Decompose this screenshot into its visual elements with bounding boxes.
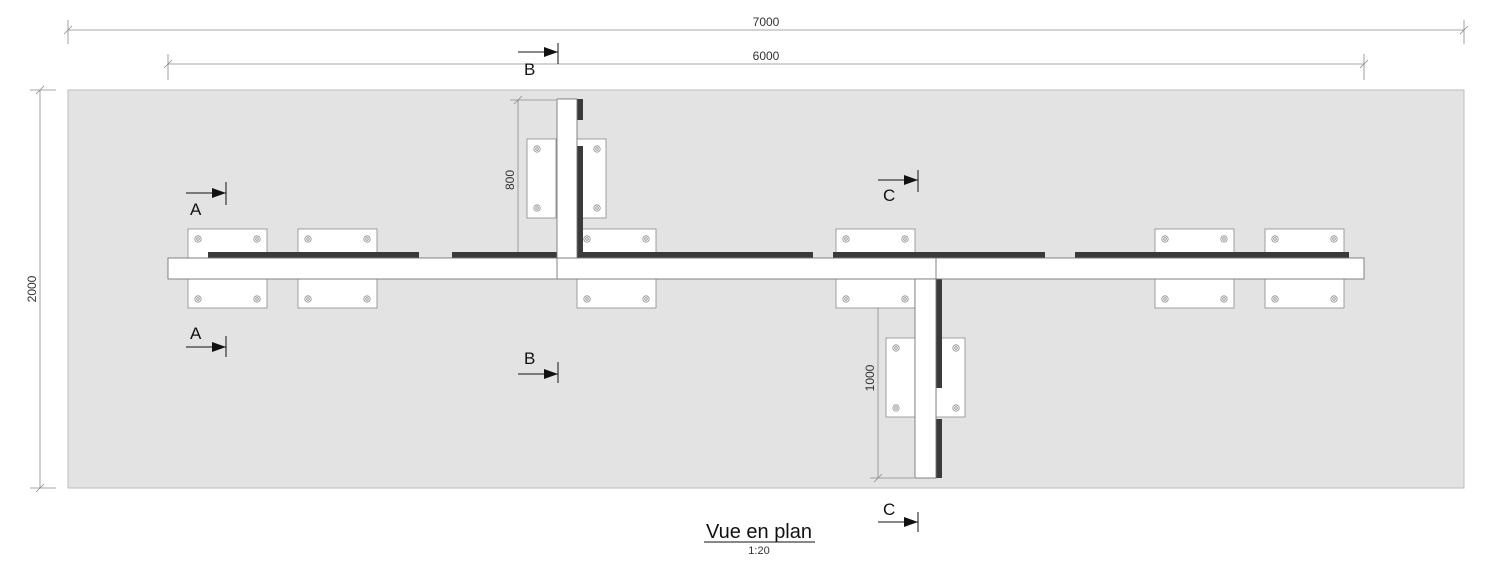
dimension-depth-label: 2000	[25, 275, 39, 302]
rail-vertical	[577, 146, 583, 252]
plate	[526, 138, 557, 219]
rail	[208, 252, 419, 258]
bolt-group	[304, 235, 371, 303]
bolt-group	[892, 344, 960, 412]
rail	[833, 252, 1045, 258]
rail-vertical	[936, 279, 942, 388]
plate	[1154, 278, 1235, 309]
mounting-plates	[187, 138, 1345, 418]
bolt-group	[1271, 235, 1338, 303]
drawing-title: Vue en plan	[706, 521, 812, 543]
rail-vertical	[936, 419, 942, 478]
dimension-overall-label: 7000	[753, 15, 780, 29]
plate	[187, 278, 268, 309]
svg-text:A: A	[190, 324, 202, 343]
dimension-inner	[163, 54, 1369, 80]
svg-text:B: B	[524, 349, 535, 368]
svg-text:A: A	[190, 200, 202, 219]
section-marker-c-bottom: C	[878, 500, 919, 532]
section-marker-b-top: B	[518, 43, 559, 79]
branch-c-beam	[914, 278, 937, 479]
section-marker-b-bottom: B	[518, 349, 559, 383]
svg-text:C: C	[883, 186, 895, 205]
plate	[1264, 278, 1345, 309]
plate	[297, 278, 378, 309]
dimension-branch-b-label: 800	[503, 170, 517, 190]
bolt-group	[194, 235, 261, 303]
rail	[452, 252, 558, 258]
drawing-scale: 1:20	[748, 545, 769, 557]
dimension-branch-c-label: 1000	[863, 364, 877, 391]
rail	[1075, 252, 1349, 258]
plate	[835, 278, 916, 309]
slab-area	[67, 89, 1465, 489]
bolt-group	[1161, 235, 1228, 303]
svg-text:B: B	[524, 60, 535, 79]
branch-b-beam	[556, 98, 578, 259]
main-beam	[167, 257, 1365, 280]
bolt-group	[533, 145, 601, 212]
bolts	[194, 145, 1338, 412]
section-marker-c-top: C	[878, 170, 919, 205]
bolt-group	[842, 235, 909, 303]
rail	[577, 252, 813, 258]
plate	[885, 337, 916, 418]
rail-vertical	[577, 99, 583, 120]
dimension-inner-label: 6000	[753, 49, 780, 63]
plate	[576, 278, 657, 309]
svg-text:C: C	[883, 500, 895, 519]
dimension-depth	[30, 85, 56, 493]
rails	[208, 99, 1349, 478]
section-marker-a-bottom: A	[186, 324, 227, 357]
dimension-overall	[63, 20, 1469, 44]
section-marker-a-top: A	[186, 182, 227, 219]
bolt-group	[583, 235, 650, 303]
